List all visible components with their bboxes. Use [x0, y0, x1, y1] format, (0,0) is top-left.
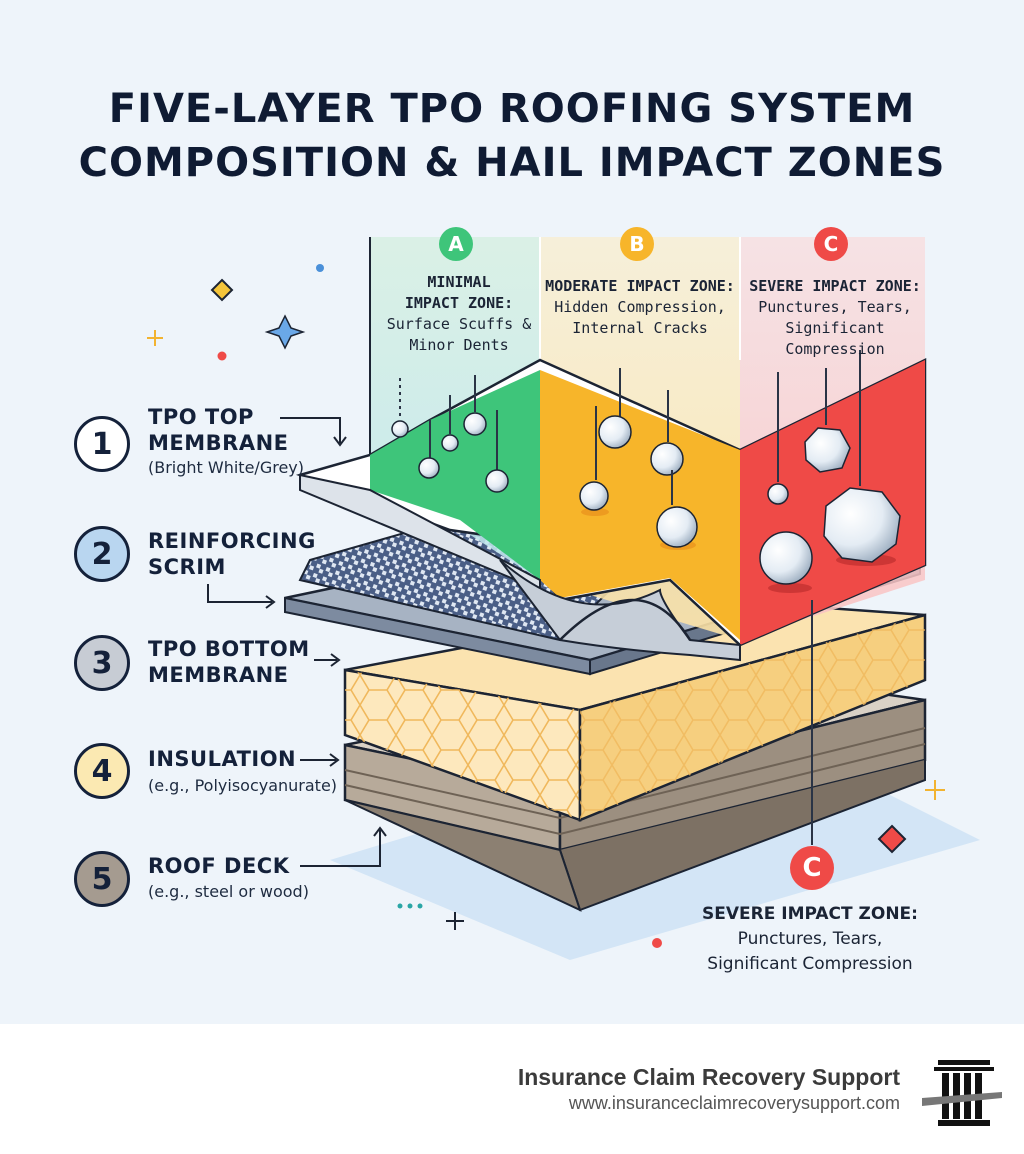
zone-c-desc-line-2: Significant Compression	[785, 319, 885, 358]
hailstone-icon	[391, 378, 409, 438]
layer-number-2: 2	[74, 526, 130, 582]
footer: Insurance Claim Recovery Support www.ins…	[0, 1024, 1024, 1154]
zone-b-desc-line-1: Hidden Compression,	[554, 298, 726, 316]
zone-a-text: MINIMAL IMPACT ZONE: Surface Scuffs & Mi…	[384, 272, 534, 356]
layer-4-detail: (e.g., Polyisocyanurate)	[148, 776, 338, 795]
zone-a-title-line-1: MINIMAL	[427, 273, 491, 291]
zone-a-desc-line-2: Minor Dents	[409, 336, 509, 354]
layer-2-name-line-1: REINFORCING	[148, 529, 316, 553]
layer-3-label: TPO BOTTOM MEMBRANE	[148, 636, 310, 688]
hailstone-icon	[656, 470, 698, 550]
hailstone-icon	[650, 390, 684, 476]
diagram-canvas: FIVE-LAYER TPO ROOFING SYSTEM COMPOSITIO…	[0, 0, 1024, 1024]
arrow-icon	[300, 753, 340, 767]
zone-c-title: SEVERE IMPACT ZONE:	[749, 277, 921, 295]
layer-2-label: REINFORCING SCRIM	[148, 528, 316, 580]
arrow-icon	[207, 584, 276, 609]
hailstone-icon	[579, 406, 609, 516]
layer-1-detail: (Bright White/Grey)	[148, 458, 304, 477]
layer-number-1: 1	[74, 416, 130, 472]
layer-number-3: 3	[74, 635, 130, 691]
brand-url[interactable]: www.insuranceclaimrecoverysupport.com	[568, 1093, 900, 1113]
zone-b-desc-line-2: Internal Cracks	[572, 319, 708, 337]
arrow-icon	[280, 417, 347, 447]
page-title-line-2: COMPOSITION & HAIL IMPACT ZONES	[78, 140, 946, 186]
layer-illustration	[147, 237, 980, 960]
pillar-logo-icon	[922, 1060, 1002, 1126]
callout-badge: C	[790, 846, 834, 890]
layer-5-detail: (e.g., steel or wood)	[148, 882, 309, 901]
hailstone-icon	[463, 375, 487, 436]
layer-number-5: 5	[74, 851, 130, 907]
layer-1-name-line-1: TPO TOP	[148, 405, 254, 429]
hailstone-icon	[759, 531, 813, 593]
layer-3-name-line-2: MEMBRANE	[148, 663, 289, 687]
hailstone-icon	[418, 420, 440, 479]
zone-c-text: SEVERE IMPACT ZONE: Punctures, Tears, Si…	[740, 276, 930, 360]
hailstone-icon	[485, 410, 509, 493]
hailstone-icon	[823, 350, 901, 566]
layer-1-name-line-2: MEMBRANE	[148, 431, 289, 455]
zone-c-desc-line-1: Punctures, Tears,	[758, 298, 912, 316]
layer-4-name: INSULATION	[148, 747, 297, 771]
hailstone-icon	[598, 368, 632, 449]
layer-2-name-line-2: SCRIM	[148, 555, 226, 579]
arrow-icon	[314, 653, 341, 667]
hailstone-icon	[804, 368, 851, 473]
callout-text: SEVERE IMPACT ZONE: Punctures, Tears, Si…	[690, 902, 930, 977]
layer-5-name: ROOF DECK	[148, 854, 290, 878]
arrow-icon	[300, 826, 387, 867]
callout-desc-line-2: Significant Compression	[707, 954, 913, 974]
zone-b-text: MODERATE IMPACT ZONE: Hidden Compression…	[540, 276, 740, 339]
zone-a-badge: A	[439, 227, 473, 261]
zone-b-title: MODERATE IMPACT ZONE:	[545, 277, 735, 295]
hailstone-icon	[441, 395, 459, 452]
layer-number-4: 4	[74, 743, 130, 799]
sparkle-icon	[147, 264, 945, 948]
zone-b-badge: B	[620, 227, 654, 261]
zone-b-surface	[540, 370, 740, 640]
brand-block: Insurance Claim Recovery Support www.ins…	[518, 1064, 900, 1114]
layer-1-label: TPO TOP MEMBRANE	[148, 404, 289, 456]
brand-name: Insurance Claim Recovery Support	[517, 1064, 900, 1090]
hailstones	[391, 350, 901, 593]
zone-a-title-line-2: IMPACT ZONE:	[404, 294, 514, 312]
layer-3-name-line-1: TPO BOTTOM	[148, 637, 310, 661]
zone-a-desc-line-1: Surface Scuffs &	[386, 315, 532, 333]
callout-title: SEVERE IMPACT ZONE:	[702, 904, 918, 924]
zone-c-badge: C	[814, 227, 848, 261]
page-title-line-1: FIVE-LAYER TPO ROOFING SYSTEM	[108, 86, 916, 132]
hailstone-icon	[767, 372, 789, 505]
callout-desc-line-1: Punctures, Tears,	[737, 929, 883, 949]
